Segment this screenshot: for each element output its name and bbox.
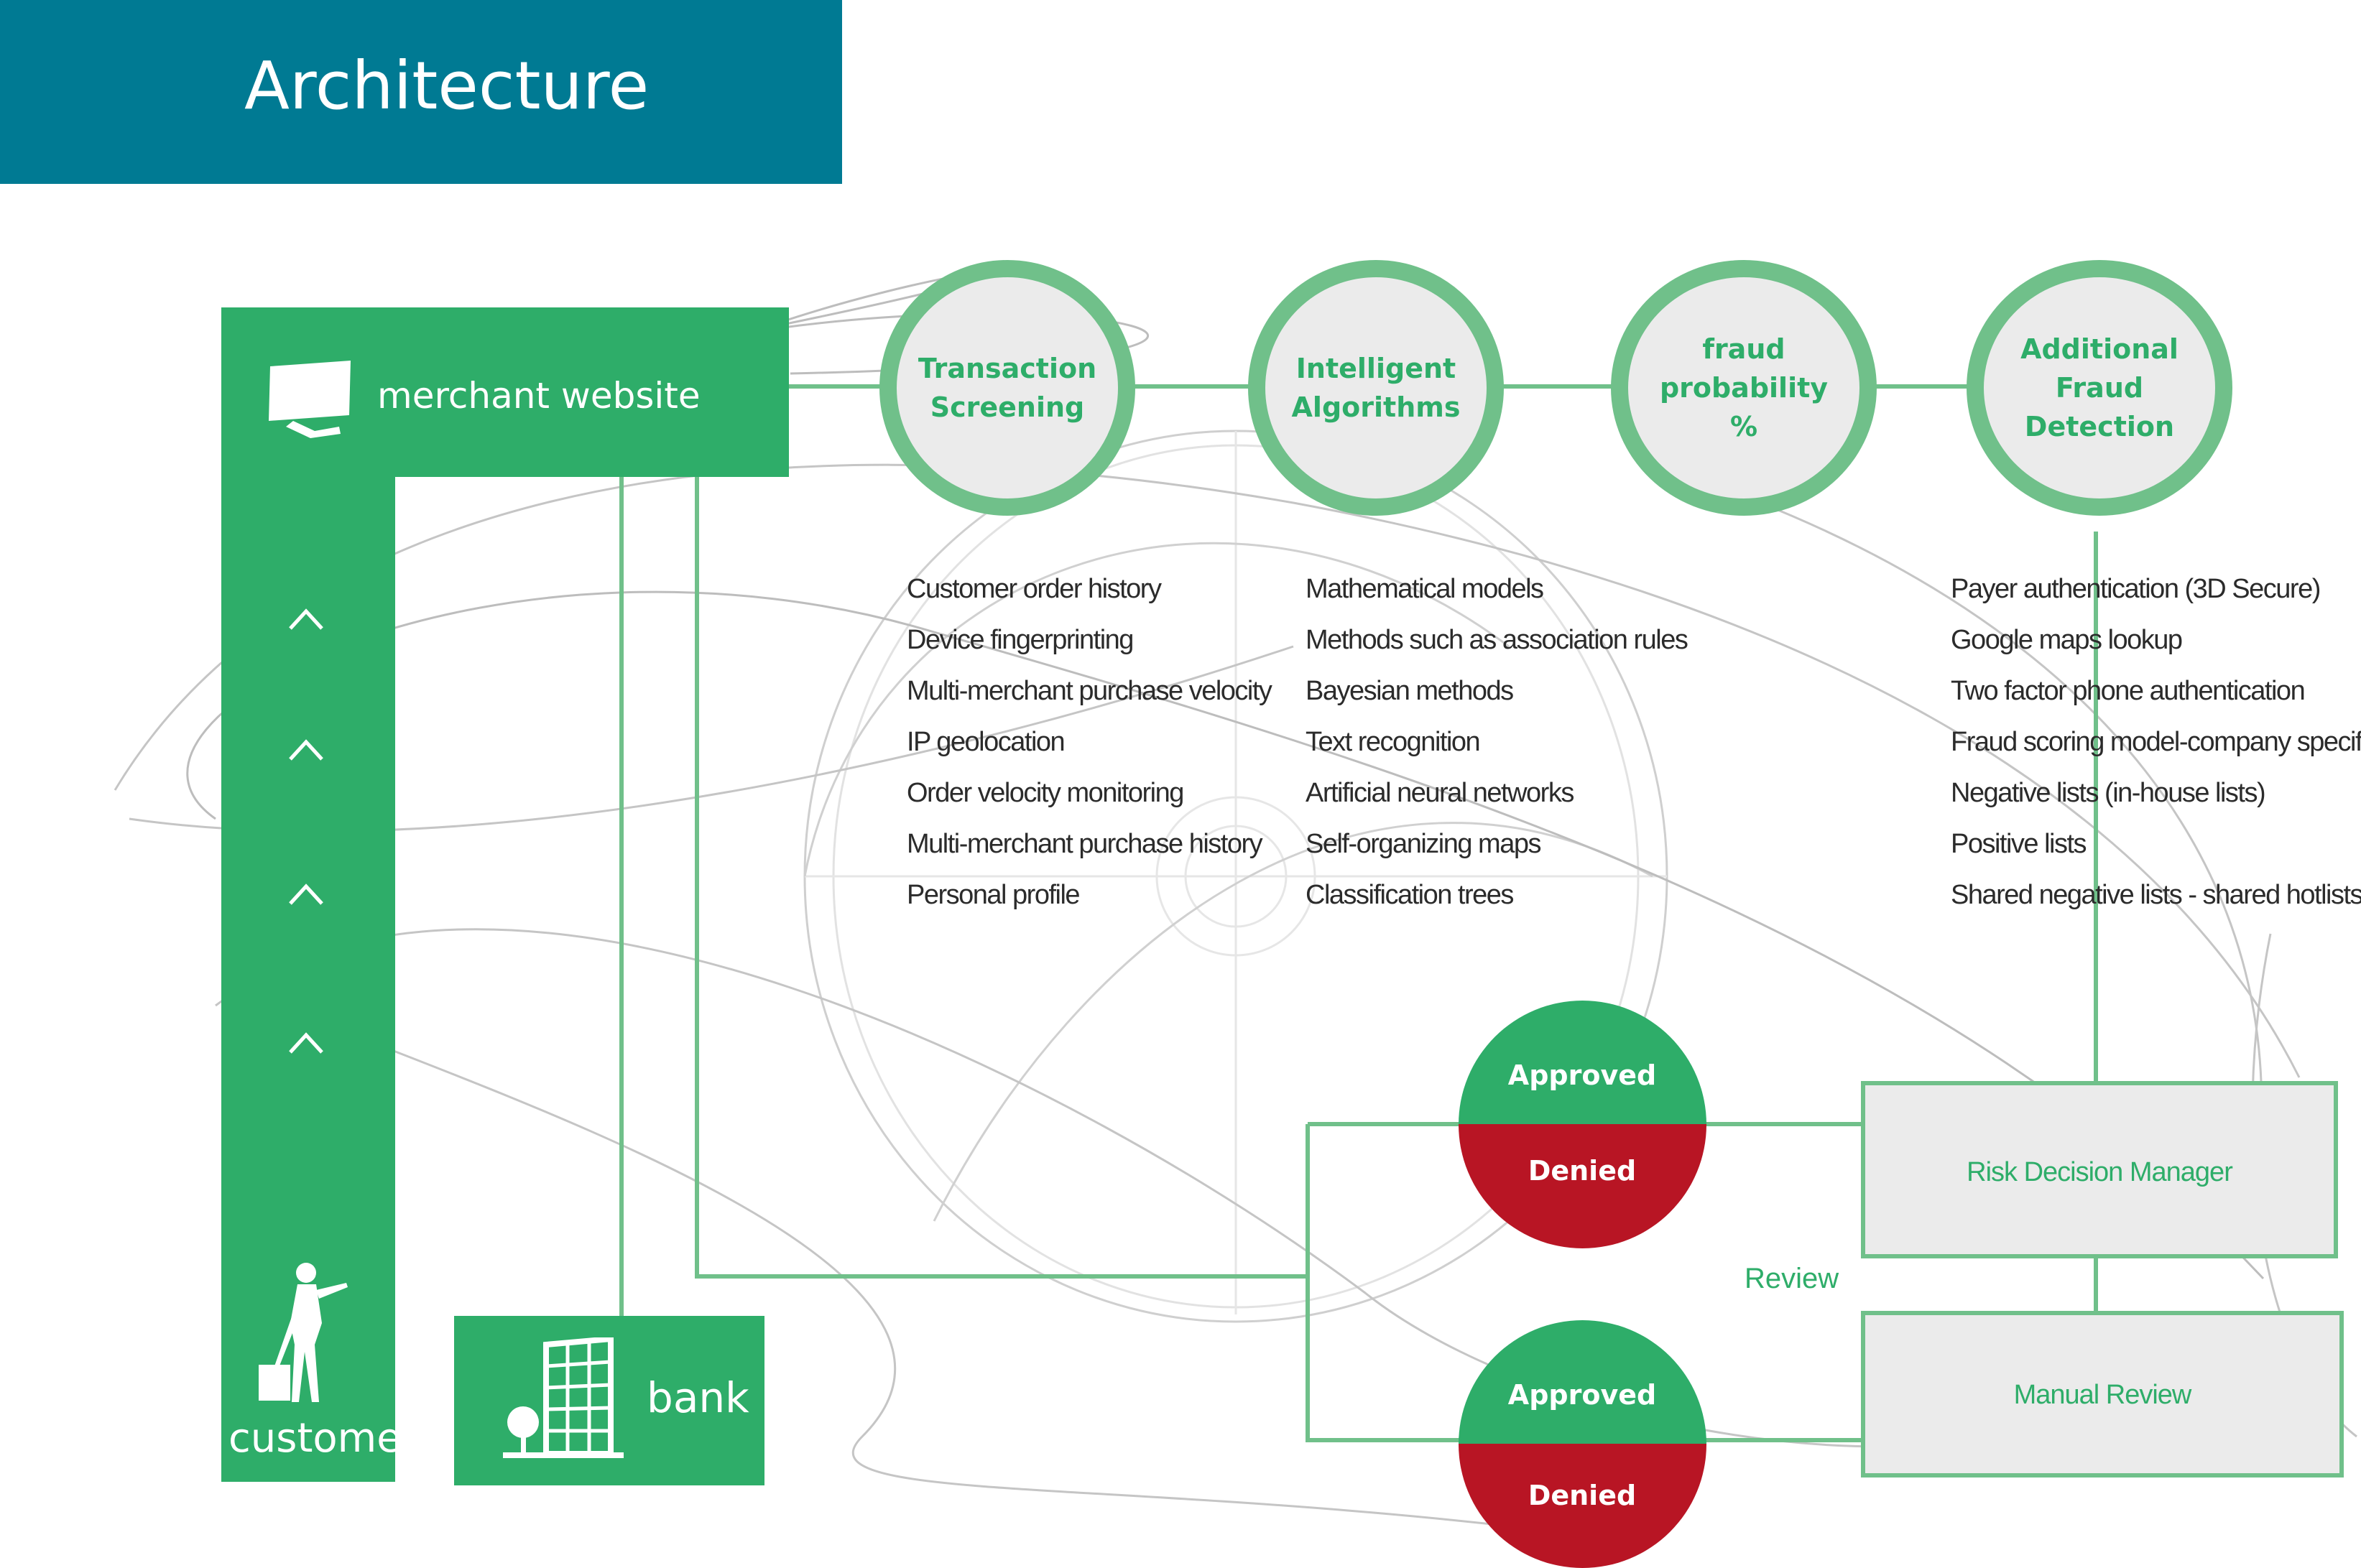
list-item: Multi-merchant purchase velocity (907, 676, 1272, 706)
list-item: Payer authentication (3D Secure) (1951, 574, 2321, 604)
list-item: IP geolocation (907, 727, 1066, 757)
list-item: Methods such as association rules (1306, 625, 1688, 655)
list-item: Google maps lookup (1951, 625, 2183, 655)
list-item: Classification trees (1306, 880, 1514, 910)
list-item: Device fingerprinting (907, 625, 1134, 655)
list-item: Multi-merchant purchase history (907, 829, 1263, 859)
manual-review-box: Manual Review (1861, 1311, 2344, 1477)
chevron-up-icon (289, 608, 323, 630)
page-title: Architecture (244, 47, 650, 124)
list-item: Self-organizing maps (1306, 829, 1541, 859)
node-additional-fraud-detection: Additional Fraud Detection (1967, 260, 2232, 516)
intelligent-algorithms-list: Mathematical models Methods such as asso… (1306, 564, 1688, 921)
node-fraud-probability: fraud probability % (1611, 260, 1877, 516)
node-intelligent-algorithms: Intelligent Algorithms (1248, 260, 1504, 516)
list-item: Fraud scoring model-company specific (1951, 727, 2361, 757)
decision-circle-2: Approved Denied (1459, 1320, 1706, 1568)
list-item: Shared negative lists - shared hotlists (1951, 880, 2361, 910)
list-item: Artificial neural networks (1306, 778, 1574, 808)
title-bar (0, 0, 842, 184)
chevron-up-icon (289, 883, 323, 905)
node-label: Additional Fraud Detection (2020, 333, 2179, 442)
node-label: Intelligent Algorithms (1291, 353, 1461, 423)
node-label: Transaction Screening (918, 353, 1097, 423)
list-item: Positive lists (1951, 829, 2087, 859)
denied-label: Denied (1528, 1155, 1637, 1187)
manual-review-label: Manual Review (2013, 1380, 2192, 1410)
list-item: Order velocity monitoring (907, 778, 1184, 808)
list-item: Two factor phone authentication (1951, 676, 2306, 706)
approved-label: Approved (1507, 1059, 1657, 1091)
monitor-icon (269, 361, 351, 438)
businesswoman-icon (259, 1263, 348, 1402)
node-transaction-screening: Transaction Screening (879, 260, 1135, 516)
bank-label: bank (647, 1373, 749, 1422)
decision-circle-1: Approved Denied (1459, 1001, 1706, 1248)
chevron-up-icon (289, 1032, 323, 1054)
transaction-screening-list: Customer order history Device fingerprin… (907, 564, 1272, 921)
risk-decision-manager-box: Risk Decision Manager (1861, 1081, 2338, 1258)
list-item: Customer order history (907, 574, 1162, 604)
denied-label: Denied (1528, 1480, 1637, 1511)
customer-label: customer (228, 1415, 418, 1462)
risk-decision-manager-label: Risk Decision Manager (1967, 1157, 2233, 1187)
list-item: Text recognition (1306, 727, 1481, 757)
node-label: fraud probability % (1659, 333, 1829, 442)
approved-label: Approved (1507, 1379, 1657, 1411)
chevron-up-icon (289, 739, 323, 761)
additional-fraud-detection-list: Payer authentication (3D Secure) Google … (1951, 564, 2361, 921)
building-icon (503, 1337, 624, 1458)
list-item: Personal profile (907, 880, 1081, 910)
list-item: Negative lists (in-house lists) (1951, 778, 2266, 808)
merchant-website-label: merchant website (377, 375, 701, 417)
review-label: Review (1745, 1263, 1839, 1294)
list-item: Bayesian methods (1306, 676, 1514, 706)
list-item: Mathematical models (1306, 574, 1544, 604)
